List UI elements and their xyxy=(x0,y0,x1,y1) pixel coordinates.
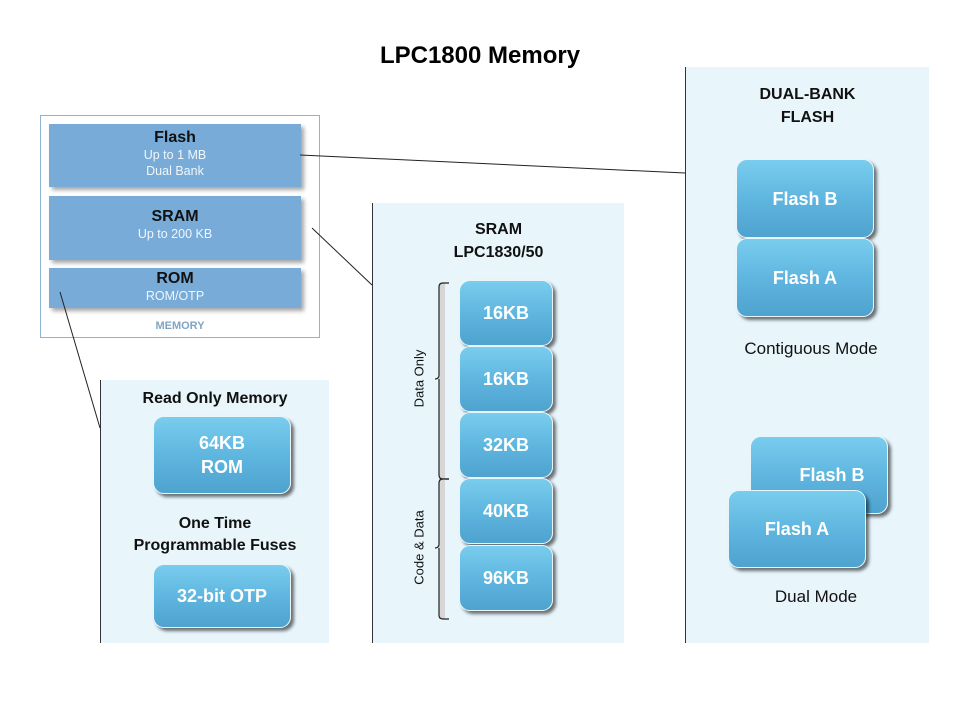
flash-b-label: Flash B xyxy=(772,188,838,209)
sram-overview-block: SRAM Up to 200 KB xyxy=(49,196,301,260)
page-title: LPC1800 Memory xyxy=(379,42,581,69)
data-only-label: Data Only xyxy=(411,349,427,408)
rom-block-note: ROM/OTP xyxy=(145,289,205,303)
rom-block-title: ROM xyxy=(156,270,194,287)
contiguous-mode-label: Contiguous Mode xyxy=(744,339,878,358)
sram-block-label: 16KB xyxy=(482,303,530,323)
code-data-label: Code & Data xyxy=(411,510,427,585)
data-only-bracket-bar xyxy=(439,283,445,479)
rom-chip-type: ROM xyxy=(201,457,243,477)
memory-overview: Flash Up to 1 MB Dual Bank SRAM Up to 20… xyxy=(40,115,320,338)
flash-block-size: Up to 1 MB xyxy=(143,148,207,162)
flash-block-title: Flash xyxy=(154,129,196,146)
sram-block-32kb: 32KB xyxy=(459,412,553,478)
flash-block-note: Dual Bank xyxy=(146,164,204,178)
flash-a-label: Flash A xyxy=(764,519,830,539)
sram-block-16kb-1: 16KB xyxy=(459,280,553,346)
sram-block-label: 40KB xyxy=(482,501,530,521)
rom-overview-block: ROM ROM/OTP xyxy=(49,268,301,308)
otp-chip: 32-bit OTP xyxy=(153,564,291,628)
sram-block-title: SRAM xyxy=(151,208,199,225)
flash-panel-subtitle: FLASH xyxy=(780,109,835,126)
rom-panel-title: Read Only Memory xyxy=(142,390,288,407)
rom-panel: Read Only Memory 64KB ROM One Time Progr… xyxy=(100,380,329,643)
contiguous-flash-b: Flash B xyxy=(736,159,874,238)
sram-block-size: Up to 200 KB xyxy=(137,227,213,241)
sram-panel: SRAM LPC1830/50 Data Only Code & Data 16… xyxy=(372,203,624,643)
code-data-bracket xyxy=(434,478,449,620)
contiguous-flash-a: Flash A xyxy=(736,238,874,317)
code-data-bracket-bar xyxy=(439,479,445,619)
otp-title-line2: Programmable Fuses xyxy=(133,537,297,554)
sram-block-16kb-2: 16KB xyxy=(459,346,553,412)
sram-block-label: 32KB xyxy=(482,435,530,455)
memory-caption: MEMORY xyxy=(155,320,205,332)
rom-chip-size: 64KB xyxy=(198,433,246,453)
sram-block-96kb: 96KB xyxy=(459,545,553,611)
sram-block-40kb: 40KB xyxy=(459,478,553,544)
flash-panel: DUAL-BANK FLASH Flash B Flash A Contiguo… xyxy=(685,67,929,643)
flash-a-label: Flash A xyxy=(772,267,838,288)
dual-mode-label: Dual Mode xyxy=(774,587,858,606)
sram-block-label: 16KB xyxy=(482,369,530,389)
flash-b-label: Flash B xyxy=(799,465,865,485)
flash-connector xyxy=(299,154,686,174)
sram-panel-title: SRAM xyxy=(474,221,523,238)
flash-overview-block: Flash Up to 1 MB Dual Bank xyxy=(49,124,301,187)
otp-chip-label: 32-bit OTP xyxy=(176,586,267,606)
sram-panel-subtitle: LPC1830/50 xyxy=(453,244,544,261)
sram-group-brackets xyxy=(434,282,449,620)
flash-panel-title: DUAL-BANK xyxy=(759,86,856,103)
dual-flash-a: Flash A xyxy=(728,490,866,568)
rom-64kb-chip: 64KB ROM xyxy=(153,416,291,494)
sram-block-label: 96KB xyxy=(482,568,530,588)
sram-connector xyxy=(311,227,373,286)
otp-title-line1: One Time xyxy=(178,515,252,532)
